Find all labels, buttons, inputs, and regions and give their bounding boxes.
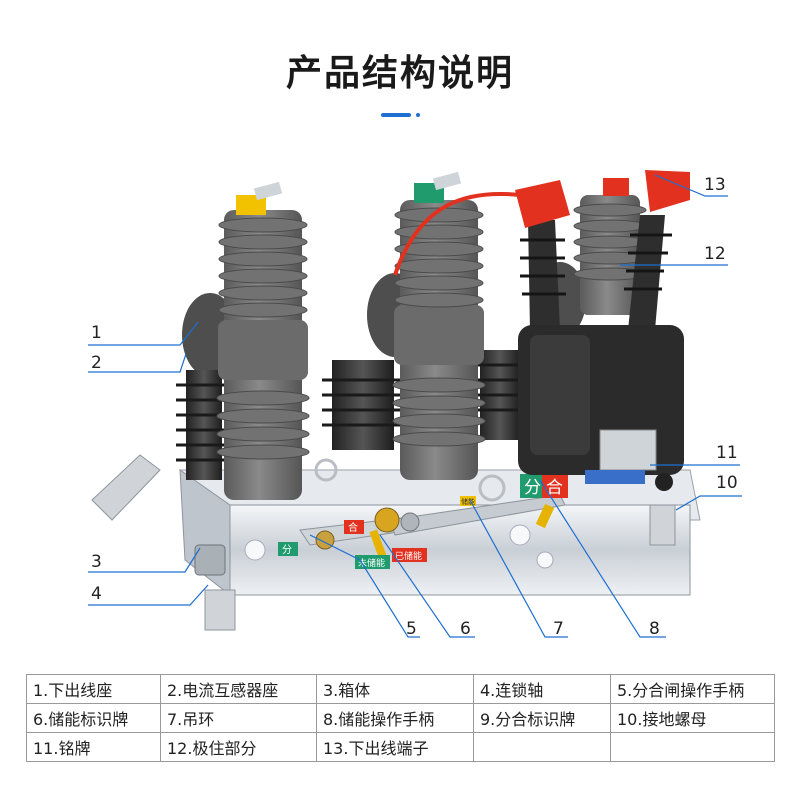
legend-cell: 4.连锁轴 — [473, 674, 611, 704]
switchgear-illustration: 分 合 分 合 未储能 已储能 储能 — [88, 170, 742, 638]
legend-cell: 12.极住部分 — [160, 732, 317, 762]
close-mark: 合 — [348, 521, 358, 534]
legend-cell — [473, 732, 611, 762]
leader-lines — [88, 174, 742, 638]
callout-3: 3 — [91, 552, 102, 572]
parts-legend-table: 1.下出线座 2.电流互感器座 3.箱体 4.连锁轴 5.分合闸操作手柄 6.储… — [26, 674, 775, 762]
insulator-column-right — [573, 178, 647, 315]
legend-cell: 10.接地螺母 — [610, 703, 775, 733]
legend-cell: 1.下出线座 — [26, 674, 161, 704]
callout-7: 7 — [553, 619, 564, 639]
cabinet-box — [91, 454, 701, 631]
legend-cell: 8.储能操作手柄 — [316, 703, 474, 733]
legend-cell: 7.吊环 — [160, 703, 317, 733]
legend-cell: 6.储能标识牌 — [26, 703, 161, 733]
page-title: 产品结构说明 — [285, 53, 514, 94]
lower-insulators — [176, 350, 530, 480]
callout-6: 6 — [460, 619, 471, 639]
callout-5: 5 — [406, 619, 417, 639]
open-label: 分 — [524, 478, 541, 498]
callout-12: 12 — [704, 244, 726, 264]
legend-cell: 5.分合闸操作手柄 — [610, 674, 775, 704]
legend-cell — [610, 732, 775, 762]
title-underline-dot — [416, 113, 420, 117]
legend-cell: 9.分合标识牌 — [473, 703, 611, 733]
callout-11: 11 — [716, 443, 738, 463]
legend-cell: 3.箱体 — [316, 674, 474, 704]
callout-13: 13 — [704, 175, 726, 195]
charged-tag: 已储能 — [395, 550, 422, 562]
title-underline — [381, 113, 411, 117]
table-row: 6.储能标识牌 7.吊环 8.储能操作手柄 9.分合标识牌 10.接地螺母 — [26, 703, 775, 733]
not-charged-tag: 未储能 — [358, 557, 385, 569]
table-row: 1.下出线座 2.电流互感器座 3.箱体 4.连锁轴 5.分合闸操作手柄 — [26, 674, 775, 704]
operation-labels: 分 合 分 合 未储能 已储能 储能 — [278, 474, 568, 569]
insulator-column-left — [216, 181, 310, 500]
pt-unit — [393, 170, 690, 491]
legend-cell: 13.下出线端子 — [316, 732, 474, 762]
callout-2: 2 — [91, 353, 102, 373]
open-mark: 分 — [282, 544, 292, 556]
charge-tag: 储能 — [461, 497, 475, 506]
callout-1: 1 — [91, 323, 102, 343]
callout-8: 8 — [649, 619, 660, 639]
callout-4: 4 — [91, 584, 102, 604]
close-label: 合 — [546, 478, 563, 498]
insulator-column-middle — [392, 171, 486, 480]
legend-cell: 2.电流互感器座 — [160, 674, 317, 704]
callout-10: 10 — [716, 473, 738, 493]
table-row: 11.铭牌 12.极住部分 13.下出线端子 — [26, 732, 775, 762]
legend-cell: 11.铭牌 — [26, 732, 161, 762]
